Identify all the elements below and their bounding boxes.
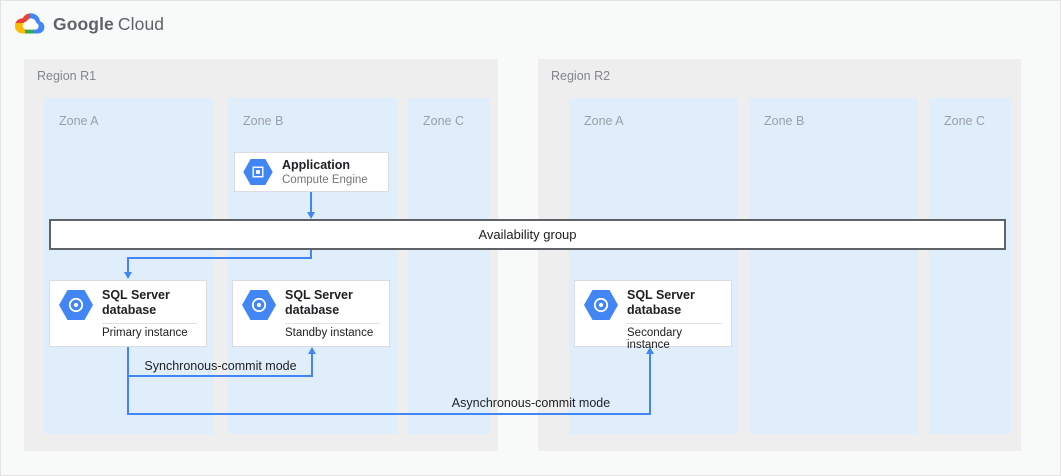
sql-standby-instance: Standby instance: [285, 326, 374, 339]
sql-secondary-title: SQL Server database: [627, 288, 695, 318]
connector-async-up: [649, 353, 651, 415]
divider: [102, 322, 197, 324]
connector-async-horizontal: [127, 413, 651, 415]
divider: [285, 322, 380, 324]
region-r1-zone-b: Zone B: [228, 98, 397, 434]
arrowhead-into-availability-bar: [307, 212, 315, 219]
sql-standby-node: SQL Server database Standby instance: [232, 280, 390, 347]
sql-primary-instance: Primary instance: [102, 326, 188, 339]
google-cloud-icon: [15, 13, 45, 34]
application-texts: Application Compute Engine: [282, 158, 380, 186]
arrowhead-into-primary: [124, 272, 132, 279]
zone-label: Zone A: [584, 114, 624, 128]
async-commit-label: Asynchronous-commit mode: [451, 396, 611, 410]
region-r1-label: Region R1: [37, 69, 97, 83]
zone-label: Zone C: [944, 114, 985, 128]
connector-primary-down: [127, 347, 129, 415]
application-subtitle: Compute Engine: [282, 174, 368, 187]
sql-primary-node: SQL Server database Primary instance: [49, 280, 207, 347]
sql-secondary-node: SQL Server database Secondary instance: [574, 280, 732, 351]
compute-engine-icon: [243, 159, 273, 185]
logo-brand: Google: [53, 13, 114, 34]
sql-standby-title: SQL Server database: [285, 288, 353, 318]
region-r2: Region R2 Zone A Zone B Zone C: [538, 59, 1021, 451]
region-r2-zone-a: Zone A: [569, 98, 738, 434]
sql-server-icon: [242, 290, 276, 320]
region-r1-zone-c: Zone C: [408, 98, 490, 434]
region-r2-zone-c: Zone C: [929, 98, 1011, 434]
sql-secondary-texts: SQL Server database Secondary instance: [627, 288, 722, 351]
availability-group-label: Availability group: [478, 227, 577, 242]
zone-label: Zone A: [59, 114, 99, 128]
availability-group-bar: Availability group: [49, 219, 1006, 250]
sync-commit-label: Synchronous-commit mode: [144, 359, 297, 373]
region-r1: Region R1 Zone A Zone B Zone C: [24, 59, 498, 451]
sql-secondary-instance: Secondary instance: [627, 326, 682, 351]
connector-bar-to-primary-h: [127, 257, 312, 259]
connector-bar-drop: [310, 250, 312, 259]
arrowhead-into-standby: [308, 347, 316, 354]
region-r2-label: Region R2: [551, 69, 611, 83]
region-r2-zone-b: Zone B: [749, 98, 918, 434]
arrowhead-into-secondary: [646, 347, 654, 354]
sql-standby-texts: SQL Server database Standby instance: [285, 288, 380, 339]
application-title: Application: [282, 157, 351, 172]
connector-sync-horizontal: [127, 375, 313, 377]
sql-server-icon: [59, 290, 93, 320]
connector-sync-up: [311, 353, 313, 377]
sql-server-icon: [584, 290, 618, 320]
divider: [627, 322, 722, 324]
zone-label: Zone C: [423, 114, 464, 128]
connector-app-to-bar: [310, 191, 312, 213]
sql-primary-title: SQL Server database: [102, 288, 170, 318]
zone-label: Zone B: [243, 114, 284, 128]
application-node: Application Compute Engine: [234, 152, 389, 192]
sql-primary-texts: SQL Server database Primary instance: [102, 288, 197, 339]
logo-product: Cloud: [117, 13, 165, 34]
connector-bar-to-primary-v: [127, 257, 129, 273]
zone-label: Zone B: [764, 114, 805, 128]
